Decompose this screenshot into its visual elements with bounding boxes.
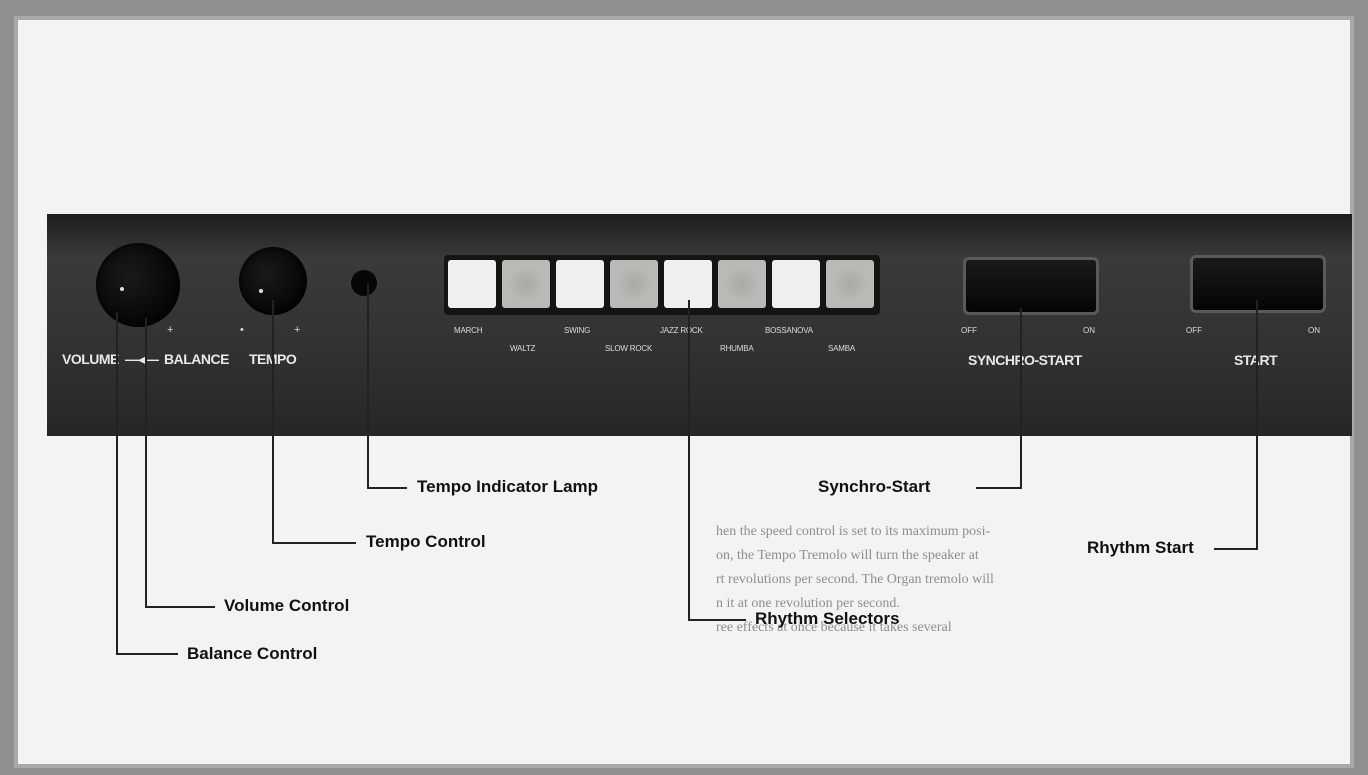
balance-label: BALANCE [164,351,229,367]
balance-leader-horizontal [116,653,178,655]
rhythm-leader-horizontal [688,619,746,621]
callout-synchro-start: Synchro-Start [818,477,931,496]
volume-balance-knob[interactable] [96,243,180,327]
tempo-leader-horizontal [272,542,356,544]
start-label: START [1234,352,1278,368]
tempo-minus-mark: • [240,324,244,336]
callout-tempo-control: Tempo Control [366,532,486,551]
rhythm-selector-frame [444,255,880,315]
rhythm-button-swing[interactable] [556,260,604,308]
callout-balance-control: Balance Control [187,644,318,663]
body-text-line: hen the speed control is set to its maxi… [716,524,991,539]
rhythm-label-march: MARCH [454,326,483,335]
start-leader-vertical [1256,300,1258,550]
lamp-leader-vertical [367,284,369,489]
rhythm-button-waltz[interactable] [502,260,550,308]
rhythm-button-bossanova[interactable] [772,260,820,308]
tempo-plus-mark: + [294,324,301,336]
start-off-label: OFF [1186,326,1202,335]
tempo-leader-vertical [272,300,274,544]
synchro-start-label: SYNCHRO-START [968,352,1082,368]
lamp-leader-horizontal [367,487,407,489]
rhythm-label-swing: SWING [564,326,591,335]
rhythm-label-slow-rock: SLOW ROCK [605,344,653,353]
synchro-leader-horizontal [976,487,1022,489]
synchro-leader-vertical [1020,308,1022,489]
volume-label: VOLUME [62,351,119,367]
body-text-line: ree effects at once because it takes sev… [716,620,952,635]
callout-volume-control: Volume Control [224,596,350,615]
volume-balance-arrow: —◂— [125,351,159,367]
synchro-start-switch[interactable] [963,257,1099,315]
volume-leader-vertical [145,318,147,608]
rhythm-label-samba: SAMBA [828,344,856,353]
rhythm-label-jazz-rock: JAZZ ROCK [660,326,703,335]
start-on-label: ON [1308,326,1320,335]
rhythm-button-samba[interactable] [826,260,874,308]
rhythm-start-switch[interactable] [1190,255,1326,313]
rhythm-button-slow-rock[interactable] [610,260,658,308]
synchro-off-label: OFF [961,326,977,335]
rhythm-label-waltz: WALTZ [510,344,536,353]
rhythm-label-rhumba: RHUMBA [720,344,754,353]
balance-plus-mark: + [167,324,174,336]
synchro-on-label: ON [1083,326,1095,335]
callout-tempo-indicator-lamp: Tempo Indicator Lamp [417,477,599,496]
rhythm-button-rhumba[interactable] [718,260,766,308]
rhythm-label-bossanova: BOSSANOVA [765,326,813,335]
body-text-line: on, the Tempo Tremolo will turn the spea… [716,548,979,563]
tempo-indicator-lamp [351,270,377,296]
start-leader-horizontal [1214,548,1258,550]
rhythm-leader-vertical [688,300,690,621]
volume-leader-horizontal [145,606,215,608]
background-body-text: hen the speed control is set to its maxi… [716,520,1366,640]
body-text-line: n it at one revolution per second. [716,596,900,611]
callout-rhythm-selectors: Rhythm Selectors [755,609,900,628]
callout-rhythm-start: Rhythm Start [1087,538,1194,557]
balance-leader-vertical [116,312,118,654]
body-text-line: rt revolutions per second. The Organ tre… [716,572,994,587]
rhythm-button-march[interactable] [448,260,496,308]
